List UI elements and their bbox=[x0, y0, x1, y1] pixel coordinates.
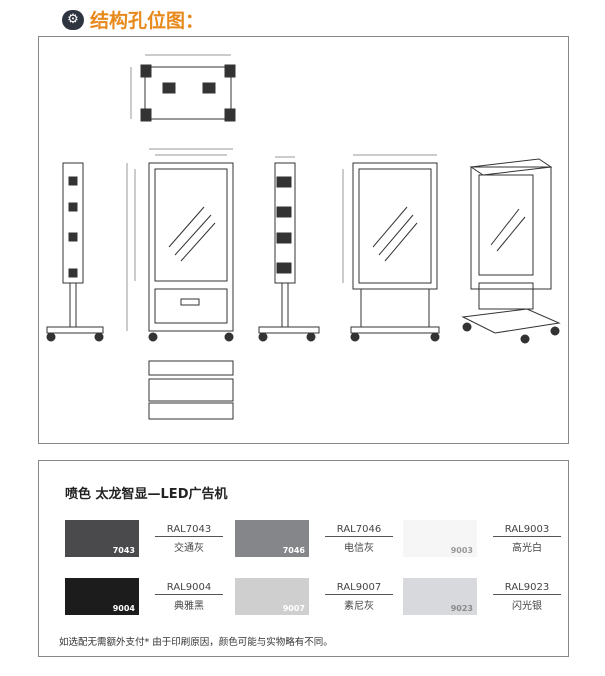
color-name: 典雅黑 bbox=[174, 601, 204, 612]
ral-code: RAL9004 bbox=[155, 582, 223, 595]
swatch-number: 9003 bbox=[450, 546, 473, 555]
swatch-number: 7046 bbox=[282, 546, 305, 555]
swatch-label: RAL7043 交通灰 bbox=[155, 524, 223, 554]
swatch-label: RAL9004 典雅黑 bbox=[155, 582, 223, 612]
swatch-label: RAL9023 闪光银 bbox=[493, 582, 561, 612]
color-swatch[interactable]: 9007 bbox=[235, 578, 309, 615]
isometric-view bbox=[461, 158, 561, 344]
color-name: 素尼灰 bbox=[344, 601, 374, 612]
color-swatch[interactable]: 9023 bbox=[403, 578, 477, 615]
color-swatch[interactable]: 7046 bbox=[235, 520, 309, 557]
color-name: 高光白 bbox=[512, 543, 542, 554]
ral-code: RAL9007 bbox=[325, 582, 393, 595]
color-name: 闪光银 bbox=[512, 601, 542, 612]
color-swatch[interactable]: 9003 bbox=[403, 520, 477, 557]
structure-drawing-panel bbox=[38, 36, 569, 444]
color-swatch[interactable]: 7043 bbox=[65, 520, 139, 557]
swatch-number: 9007 bbox=[282, 604, 305, 613]
ral-code: RAL9003 bbox=[493, 524, 561, 537]
color-name: 电信灰 bbox=[344, 543, 374, 554]
swatch-label: RAL9003 高光白 bbox=[493, 524, 561, 554]
color-name: 交通灰 bbox=[174, 543, 204, 554]
swatch-label: RAL7046 电信灰 bbox=[325, 524, 393, 554]
technical-drawing bbox=[46, 54, 561, 420]
front-view bbox=[126, 148, 234, 342]
panel-title: 喷色 太龙智显—LED广告机 bbox=[65, 487, 228, 502]
side-view-left bbox=[46, 162, 104, 342]
section-header: ⚙ 结构孔位图： bbox=[62, 6, 204, 33]
swatch-label: RAL9007 素尼灰 bbox=[325, 582, 393, 612]
color-swatch[interactable]: 9004 bbox=[65, 578, 139, 615]
top-view bbox=[130, 54, 236, 122]
color-note: 如选配无需额外支付* 由于印刷原因，颜色可能与实物略有不同。 bbox=[59, 637, 333, 648]
back-view bbox=[342, 154, 440, 342]
ral-code: RAL7043 bbox=[155, 524, 223, 537]
color-options-panel: 喷色 太龙智显—LED广告机 7043 RAL7043 交通灰 7046 RAL… bbox=[38, 460, 569, 657]
swatch-number: 9004 bbox=[112, 604, 135, 613]
side-view-center bbox=[258, 156, 320, 342]
stacked-boxes-view bbox=[148, 360, 234, 420]
swatch-number: 9023 bbox=[450, 604, 473, 613]
gear-icon: ⚙ bbox=[62, 9, 84, 30]
section-title: 结构孔位图： bbox=[90, 10, 205, 32]
ral-code: RAL7046 bbox=[325, 524, 393, 537]
ral-code: RAL9023 bbox=[493, 582, 561, 595]
swatch-number: 7043 bbox=[112, 546, 135, 555]
